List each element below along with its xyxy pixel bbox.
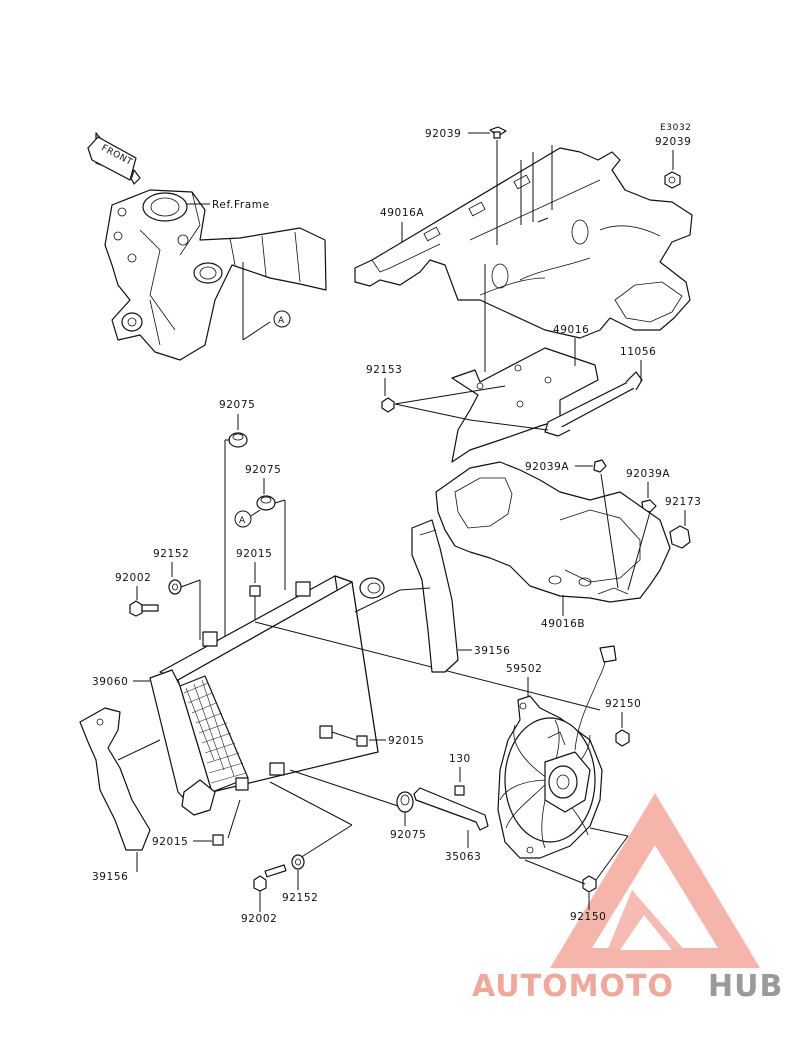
radiator-fins [183,679,247,784]
circle-marker-a-mid: A [239,516,246,526]
label-92152-b: 92152 [282,892,318,904]
cover-49016A [354,147,693,339]
label-39060: 39060 [92,676,128,688]
diagram-code: E3032 [660,123,692,133]
label-92152-a: 92152 [153,548,189,560]
label-92075-a: 92075 [219,399,255,411]
fan-59502 [497,645,617,859]
label-39156-right: 39156 [474,645,510,657]
watermark-text: AUTOMOTO HUB [472,969,783,1004]
label-92002-b: 92002 [241,913,277,925]
ref-frame-label: Ref.Frame [212,199,270,211]
radiator-39060 [149,575,385,816]
label-92015-a: 92015 [236,548,272,560]
clip-92039A-left [593,459,607,473]
label-92039A-right: 92039A [626,468,670,480]
frame-drawing [104,189,327,361]
nut-92039-right [664,171,681,189]
grommet-92075-b [256,495,276,511]
label-92039-top: 92039 [425,128,461,140]
circle-marker-a-top: A [278,316,285,326]
bolt-92002-a [129,600,159,617]
stay-35063 [413,787,489,831]
label-92075-b: 92075 [245,464,281,476]
shroud-49016B [435,461,671,603]
label-92039-right: 92039 [655,136,691,148]
bolt-92002-b [253,864,287,892]
label-92039A-left: 92039A [525,461,569,473]
nut-92015-b [356,735,368,747]
label-35063: 35063 [445,851,481,863]
label-130: 130 [449,753,471,765]
label-59502: 59502 [506,663,542,675]
front-arrow-icon: FRONT [87,132,141,185]
collar-92152-a [168,579,182,595]
label-92002-a: 92002 [115,572,151,584]
nut-92015-a [249,585,261,597]
label-92015-b: 92015 [388,735,424,747]
text-label: HUB [708,969,783,1004]
label-92173: 92173 [665,496,701,508]
bolt-92150-b [582,875,597,893]
label-49016A: 49016A [380,207,424,219]
label-11056: 11056 [620,346,656,358]
label-92150-b: 92150 [570,911,606,923]
grommet-92075-a [228,432,248,448]
label-92150-a: 92150 [605,698,641,710]
bolt-92153 [381,397,395,413]
side-cover-39156-left [79,707,151,851]
side-cover-39156-right [411,519,459,673]
label-92015-c: 92015 [152,836,188,848]
collar-92152-b [291,854,305,870]
grommet-92075-c [396,791,414,813]
label-49016: 49016 [553,324,589,336]
clip-130 [454,785,465,796]
label-49016B: 49016B [541,618,585,630]
nut-92015-c [212,834,224,846]
label-92075-c: 92075 [390,829,426,841]
stay-11056 [544,371,643,437]
clamp-92173 [669,525,691,549]
watermark-logo [550,793,760,968]
bracket-49016 [451,347,599,463]
label-92153: 92153 [366,364,402,376]
bolt-92150-a [615,729,630,747]
text-label: AUTOMOTO [472,969,674,1004]
bolt-92039-top [489,126,507,139]
label-39156-left: 39156 [92,871,128,883]
